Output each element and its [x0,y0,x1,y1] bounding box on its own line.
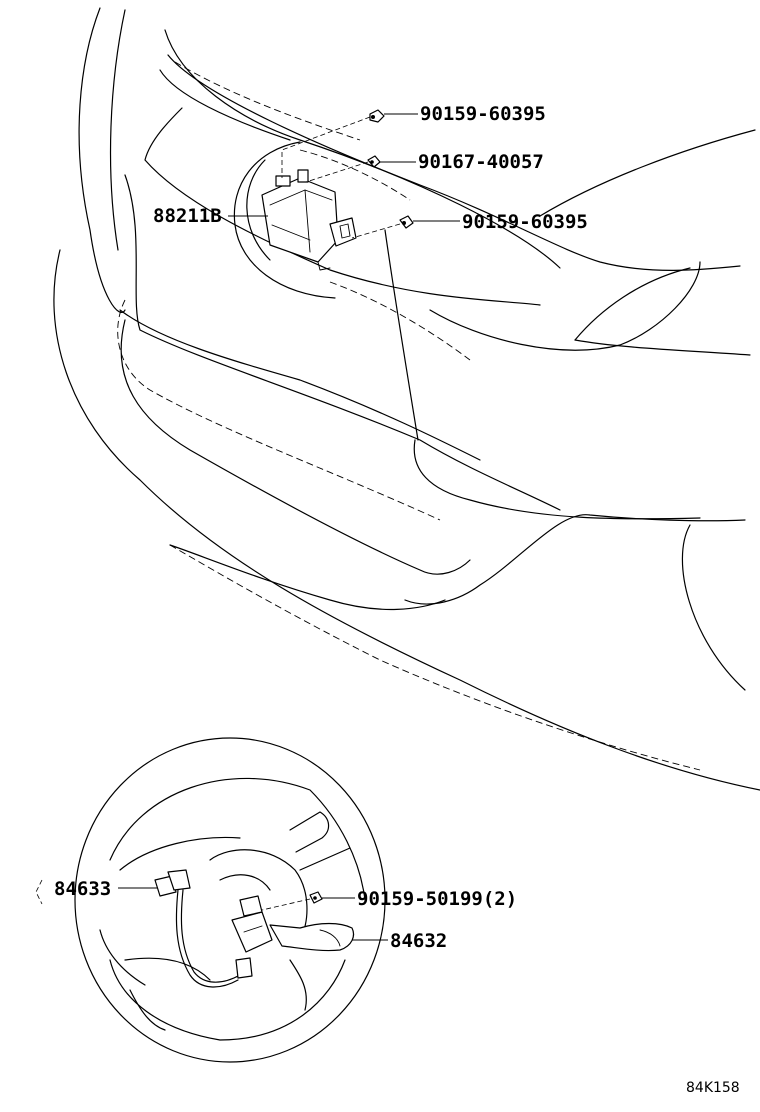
steering-wheel-outline [74,737,386,1063]
bolt-top-icon [369,109,385,123]
vehicle-front-outline [53,7,760,791]
label-switch-bolt: 90159-50199(2) [357,888,517,910]
label-bolt-mid: 90167-40057 [418,151,544,173]
label-radar-sensor: 88211B [153,205,222,227]
radar-sensor-assembly [261,169,357,271]
wire-harness-assembly [154,869,253,988]
label-wire-harness: 84633 [54,878,111,900]
bolt-right-icon [399,215,414,229]
label-bolt-right: 90159-60395 [462,211,588,233]
label-bolt-top: 90159-60395 [420,103,546,125]
cruise-switch-assembly [231,895,355,953]
diagram-code: 84K158 [686,1080,740,1096]
switch-bolt-icon [309,891,323,904]
label-cruise-switch: 84632 [390,930,447,952]
